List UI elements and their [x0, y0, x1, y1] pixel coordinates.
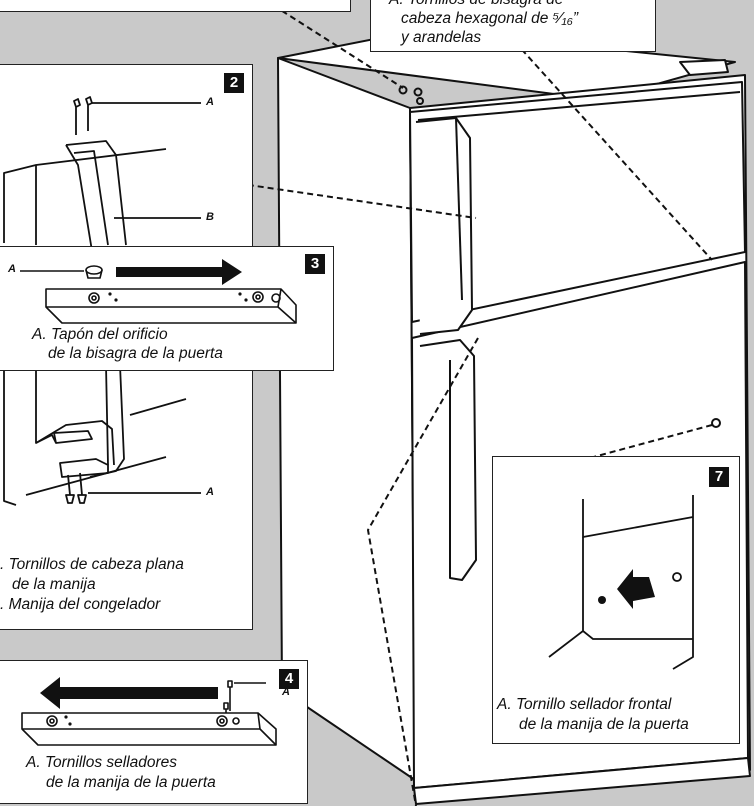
- step-4-caption-line1: A. Tornillos selladores: [26, 754, 178, 771]
- handle-hinge-illustration: [3, 96, 201, 506]
- step-7-caption-line2: de la manija de la puerta: [519, 716, 689, 733]
- step-7-caption-line1: A. Tornillo sellador frontal: [497, 696, 672, 713]
- step-2-label-a-bottom: A: [206, 486, 214, 498]
- front-sealer-screw-illustration: [548, 495, 694, 670]
- step-4-label-a: A: [282, 686, 290, 698]
- hinge-screws-callout: A. Tornillos de bisagra de cabeza hexago…: [370, 0, 656, 52]
- step-2-caption-a-line1: . Tornillos de cabeza plana: [0, 556, 184, 573]
- step-7-panel: 7 A. Tornillo sellador frontal de la man…: [492, 456, 740, 744]
- step-3-caption-line1: A. Tapón del orificio: [32, 326, 168, 343]
- step-3-panel: 3 A A. Tapón del orificio de la b: [0, 246, 334, 371]
- hinge-callout-line3: y arandelas: [401, 29, 482, 46]
- hinge-callout-line1: A. Tornillos de bisagra de: [389, 0, 563, 9]
- step-2-label-a-top: A: [206, 96, 214, 108]
- step-4-number: 4: [279, 669, 299, 689]
- step-2-number: 2: [224, 73, 244, 93]
- step-2-caption-b: . Manija del congelador: [0, 596, 161, 613]
- hinge-plug-illustration: [20, 259, 297, 324]
- cropped-panel-top-left: [0, 0, 351, 12]
- step-3-caption-line2: de la bisagra de la puerta: [48, 345, 223, 362]
- sealer-screws-illustration: [21, 677, 277, 746]
- hinge-callout-line2: cabeza hexagonal de ⁵⁄₁₆”: [401, 10, 579, 27]
- step-2-label-b: B: [206, 211, 214, 223]
- step-2-caption-a-line2: de la manija: [12, 576, 96, 593]
- step-7-number: 7: [709, 467, 729, 487]
- step-4-caption-line2: de la manija de la puerta: [46, 774, 216, 791]
- step-3-label-a: A: [8, 263, 16, 275]
- step-4-panel: 4 A A. Tornillos selladores de la manija…: [0, 660, 308, 804]
- step-3-number: 3: [305, 254, 325, 274]
